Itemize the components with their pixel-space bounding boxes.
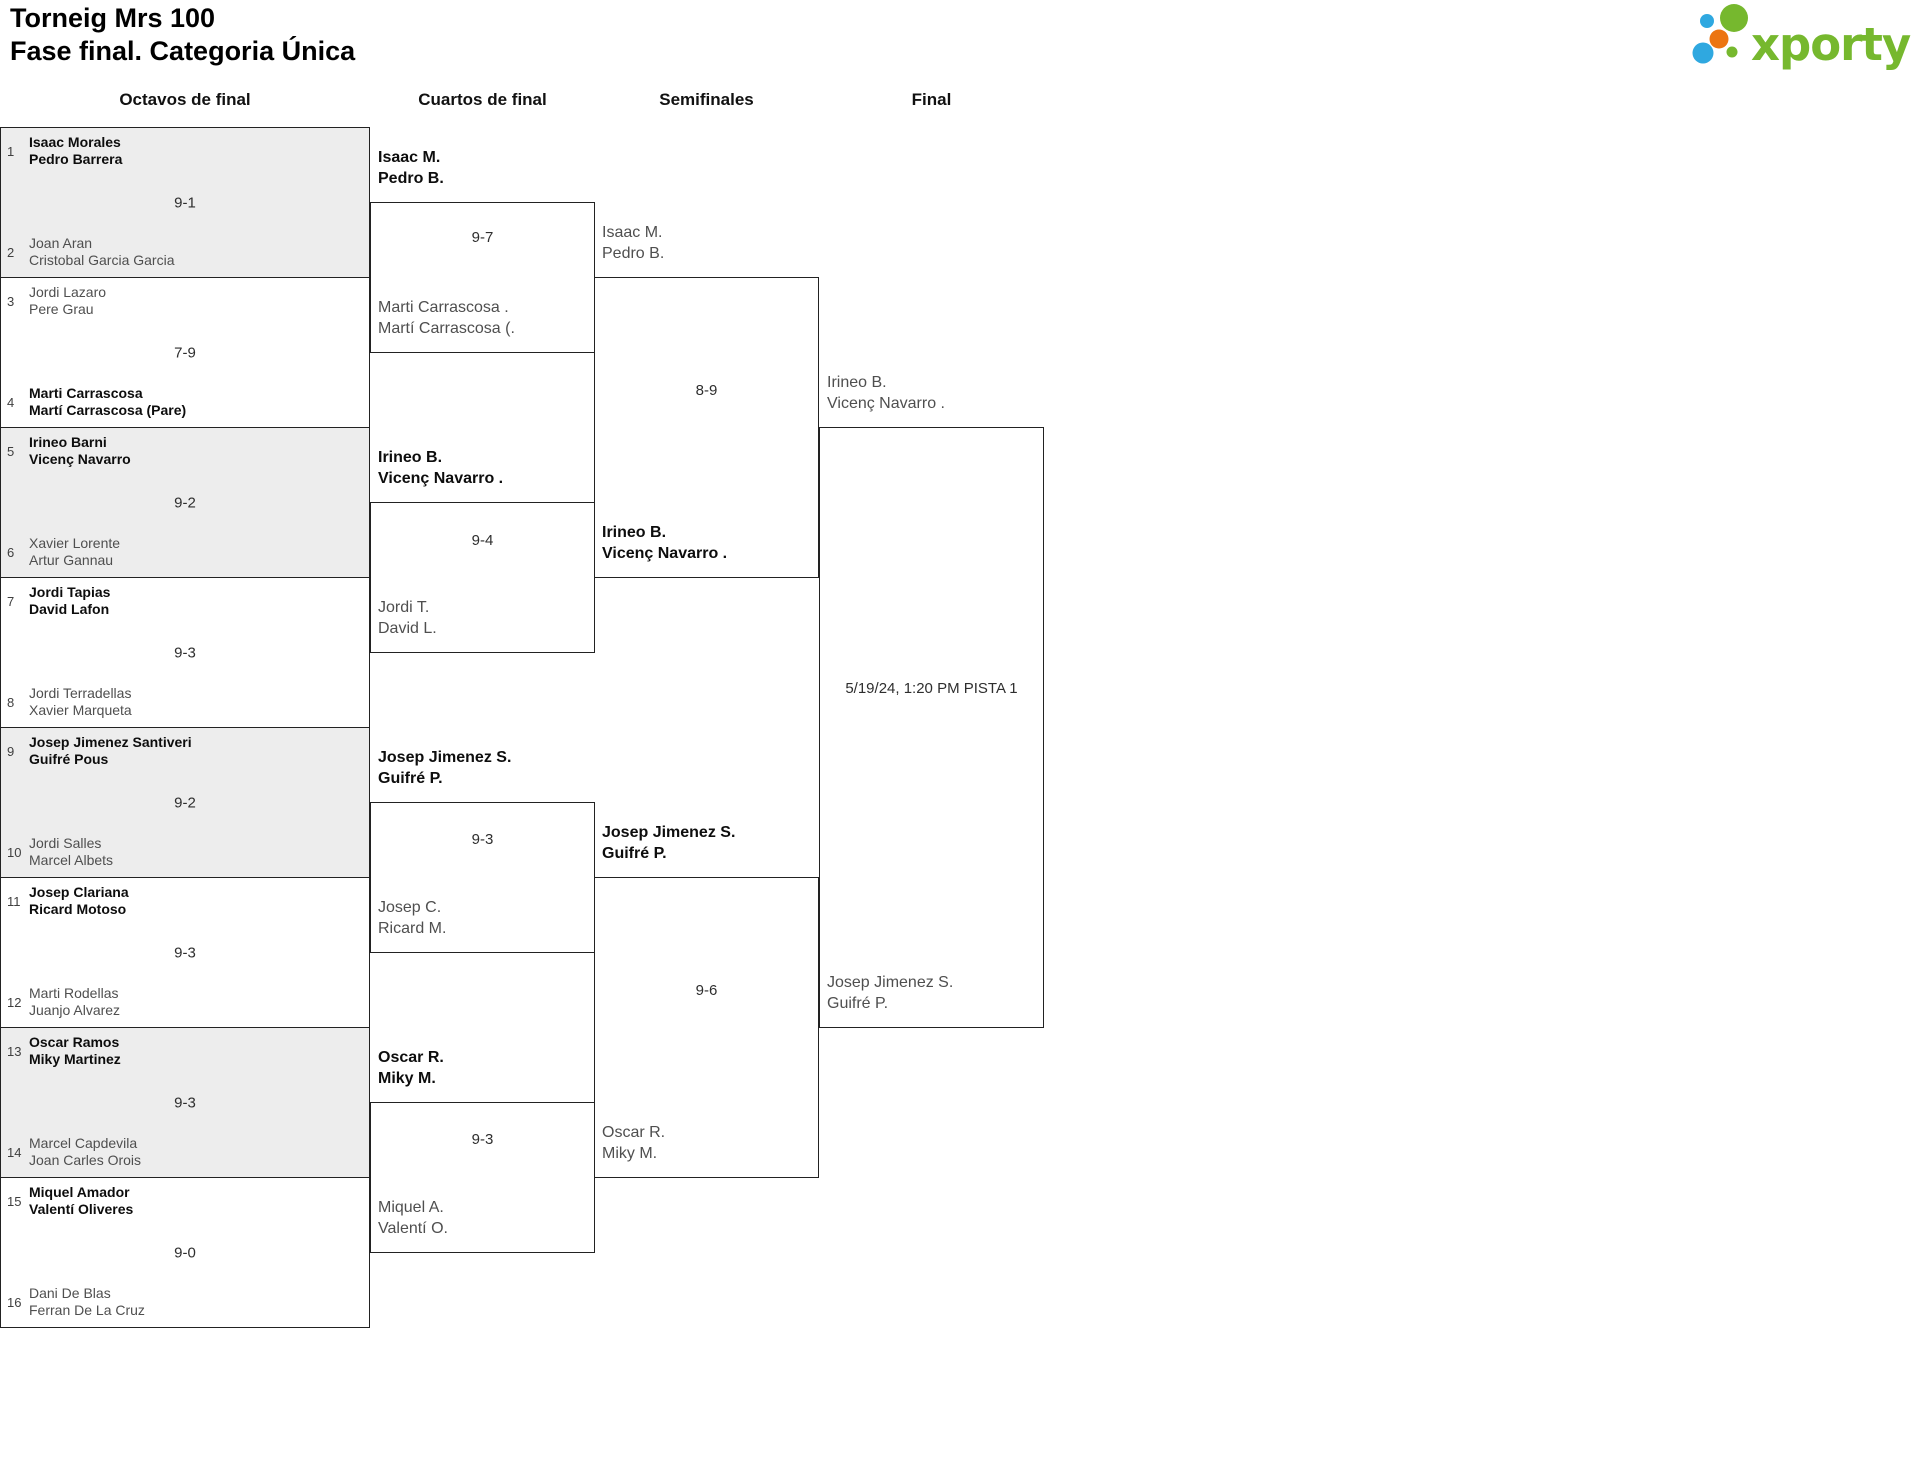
final-team1: Irineo B.Vicenç Navarro . [827,374,945,412]
sf2-team2: Oscar R.Miky M. [602,1124,666,1162]
phase-name: Fase final. Categoria Única [10,36,356,66]
match-score: 9-0 [174,1244,196,1261]
page-title: Torneig Mrs 100 Fase final. Categoria Ún… [10,2,355,68]
seed-number: 5 [7,443,15,459]
final-schedule: 5/19/24, 1:20 PM PISTA 1 [845,680,1018,697]
qf2-team1: Irineo B.Vicenç Navarro . [378,449,504,487]
match-score: 7-9 [174,344,196,361]
seed-number: 12 [7,994,22,1010]
match-score: 9-2 [174,494,196,511]
seed-number: 14 [7,1144,22,1160]
qf1-team2: Marti Carrascosa .Martí Carrascosa (. [378,299,515,337]
logo-dot-orange [1709,29,1729,49]
seed-number: 10 [7,844,22,860]
logo-dot-blue-large [1692,42,1714,64]
match-score: 9-2 [174,794,196,811]
qf2-score: 9-4 [471,532,494,549]
final-match-box [819,427,1044,1028]
sf-match-1-box [594,277,819,578]
seed-number: 13 [7,1043,22,1059]
sf2-score: 9-6 [695,982,718,999]
seed-number: 8 [7,694,15,710]
qf4-team1: Oscar R.Miky M. [378,1049,444,1087]
sf1-team1: Isaac M.Pedro B. [602,224,665,262]
match-score: 9-3 [174,644,196,661]
qf1-score: 9-7 [471,229,494,246]
round-header-semis: Semifinales [659,90,754,109]
seed-number: 1 [7,143,15,159]
seed-number: 6 [7,544,15,560]
sf-match-2-box [594,877,819,1178]
seed-number: 2 [7,244,15,260]
round-header-final: Final [911,90,952,109]
sf1-team2: Irineo B.Vicenç Navarro . [602,524,728,562]
qf4-score: 9-3 [471,1131,494,1148]
xporty-logo[interactable]: xporty [1663,0,1913,78]
qf2-team2: Jordi T.David L. [378,599,437,637]
seed-number: 11 [7,893,21,909]
sf1-score: 8-9 [695,382,718,399]
round-header-cuartos: Cuartos de final [418,90,547,109]
qf3-score: 9-3 [471,831,494,848]
seed-number: 9 [7,743,15,759]
seed-number: 3 [7,293,15,309]
seed-number: 16 [7,1294,22,1310]
seed-number: 4 [7,394,15,410]
logo-dot-green-small [1726,46,1738,58]
seed-number: 15 [7,1193,22,1209]
match-score: 9-1 [174,194,196,211]
final-team2: Josep Jimenez S.Guifré P. [827,974,954,1012]
qf4-team2: Miquel A.Valentí O. [378,1199,448,1237]
match-score: 9-3 [174,1094,196,1111]
match-score: 9-3 [174,944,196,961]
logo-dot-blue-small [1700,14,1714,28]
qf3-team1: Josep Jimenez S.Guifré P. [378,749,512,787]
logo-wordmark: xporty [1751,18,1911,71]
seed-number: 7 [7,593,15,609]
qf1-team1: Isaac M.Pedro B. [378,149,444,187]
tournament-name: Torneig Mrs 100 [10,3,216,33]
qf3-team2: Josep C.Ricard M. [378,899,447,937]
round-header-octavos: Octavos de final [119,90,251,109]
logo-dot-green-large [1720,4,1748,32]
sf2-team1: Josep Jimenez S.Guifré P. [602,824,736,862]
